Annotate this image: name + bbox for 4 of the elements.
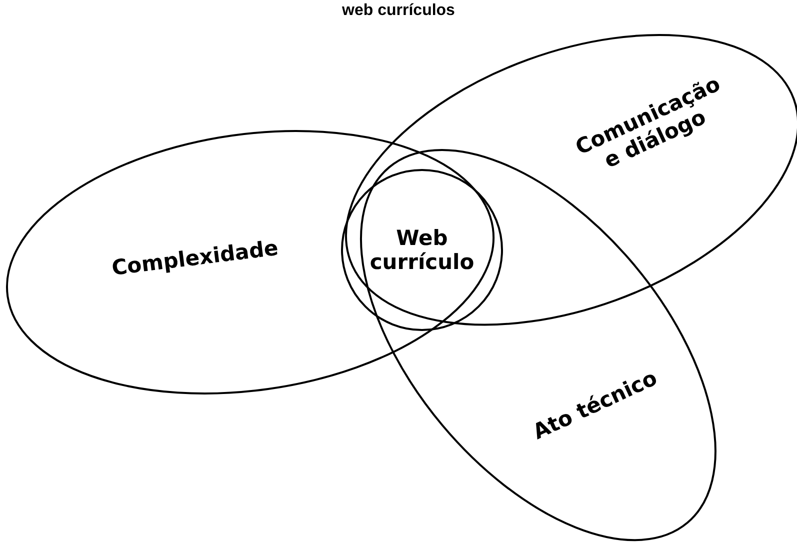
diagram-title: web currículos — [341, 2, 456, 20]
set-label: Web currículo — [368, 226, 476, 274]
set-label: Complexidade — [109, 234, 281, 282]
ellipse-shape — [6, 130, 494, 394]
